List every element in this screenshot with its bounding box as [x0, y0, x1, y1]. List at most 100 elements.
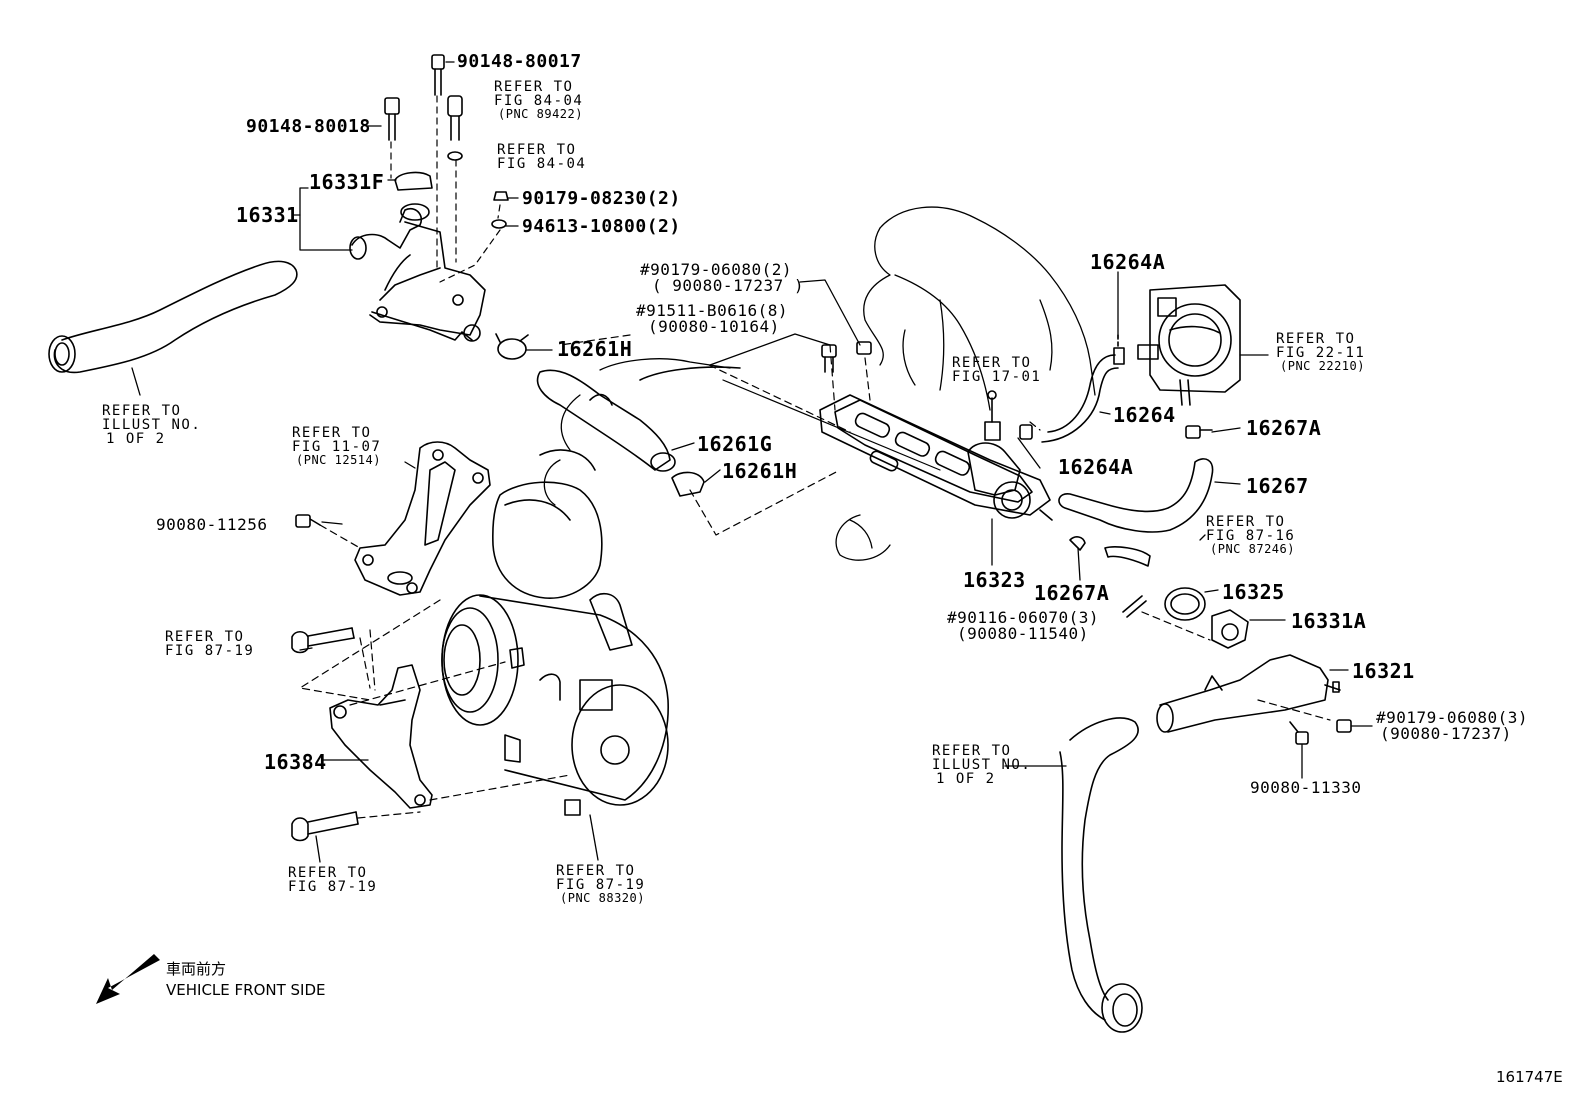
stud-90116-06070: [1122, 595, 1147, 618]
ref-line: REFER TO: [288, 865, 368, 881]
label-16331f: 16331F: [309, 170, 385, 194]
label-16323: 16323: [963, 568, 1026, 592]
part-line: (90080-17237): [1380, 724, 1512, 743]
ref-line: 1 OF 2: [106, 431, 166, 447]
ref-line: REFER TO: [556, 863, 636, 879]
ref-line: REFER TO: [1276, 331, 1356, 347]
bolt-90080-11330: [1289, 721, 1309, 745]
clamp-16264a-mid: [1019, 424, 1033, 440]
ref-fig84-04-b: REFER TO FIG 84-04: [497, 143, 586, 171]
gasket-16325: [1164, 587, 1206, 621]
ref-line: 1 OF 2: [936, 771, 996, 787]
label-16264a-mid: 16264A: [1058, 455, 1134, 479]
label-16261h-b: 16261H: [722, 459, 798, 483]
ref-line: (PNC 12514): [296, 453, 381, 467]
ref-line: ILLUST NO.: [102, 417, 202, 433]
label-16261g: 16261G: [697, 432, 773, 456]
nut-90179-06080-b: [1336, 719, 1352, 733]
label-16264a-top: 16264A: [1090, 250, 1166, 274]
ref-line: FIG 87-19: [556, 877, 646, 893]
ac-compressor: [441, 592, 669, 816]
label-90080-11256: 90080-11256: [156, 515, 268, 534]
hose-16267: [1058, 458, 1214, 567]
label-16384: 16384: [264, 750, 327, 774]
ref-fig11-07: REFER TO FIG 11-07 (PNC 12514): [292, 426, 381, 466]
label-94613-10800: 94613-10800(2): [522, 216, 681, 237]
ref-fig87-19-c: REFER TO FIG 87-19 (PNC 88320): [556, 864, 645, 904]
sensor-fig84-04: [447, 95, 463, 141]
label-16267: 16267: [1246, 474, 1309, 498]
ref-line: (PNC 87246): [1210, 542, 1295, 556]
label-90148-80017: 90148-80017: [457, 51, 582, 72]
water-hose-16261g: [536, 366, 741, 472]
engine-block-outline: [543, 206, 1096, 561]
cap-16331f: [394, 171, 433, 191]
ref-line: FIG 87-16: [1206, 528, 1296, 544]
label-90179-08230: 90179-08230(2): [522, 188, 681, 209]
check-valve-fig17-01: [984, 390, 1001, 441]
bracket-fig11-07: [354, 441, 491, 596]
hose-clamp-16261h-a: [495, 333, 529, 360]
ref-line: REFER TO: [497, 142, 577, 158]
part-line: #91511-B0616(8): [636, 301, 788, 320]
label-16261h-a: 16261H: [557, 337, 633, 361]
ref-fig87-19-b: REFER TO FIG 87-19: [288, 866, 377, 894]
ref-fig87-16: REFER TO FIG 87-16 (PNC 87246): [1206, 515, 1295, 555]
clamp-16267a-right: [1185, 425, 1213, 439]
part-line: #90179-06080(3): [1376, 708, 1528, 727]
ref-line: FIG 87-19: [288, 879, 378, 895]
ref-illust-a: REFER TO ILLUST NO. 1 OF 2: [102, 404, 201, 446]
ref-line: (PNC 88320): [560, 891, 645, 905]
ref-line: REFER TO: [1206, 514, 1286, 530]
label-16331: 16331: [236, 203, 299, 227]
nut-90179-06080-a: [856, 341, 872, 355]
bolt-90148-80018: [384, 97, 400, 141]
throttle-body: [1137, 284, 1241, 406]
label-16331a: 16331A: [1291, 609, 1367, 633]
ref-line: FIG 84-04: [497, 156, 587, 172]
ref-line: REFER TO: [494, 79, 574, 95]
label-16325: 16325: [1222, 580, 1285, 604]
bolt-91511-b0616: [821, 344, 837, 373]
ref-line: FIG 11-07: [292, 439, 382, 455]
ref-line: FIG 17-01: [952, 369, 1042, 385]
ref-line: (PNC 89422): [498, 107, 583, 121]
ref-line: REFER TO: [932, 743, 1012, 759]
bolt-90080-11256: [295, 514, 321, 528]
radiator-hose-bottom: [1059, 717, 1143, 1033]
clamp-16267a-low: [1069, 536, 1086, 551]
ref-fig17-01: REFER TO FIG 17-01: [952, 356, 1041, 384]
ref-line: FIG 22-11: [1276, 345, 1366, 361]
part-line: (90080-10164): [648, 317, 780, 336]
washer-fig84-04: [447, 151, 463, 161]
radiator-hose-left: [48, 260, 298, 374]
bolt-fig87-19-upper: [291, 627, 355, 654]
label-90116-06070: #90116-06070(3) (90080-11540): [947, 610, 1099, 642]
part-line: (90080-11540): [957, 624, 1089, 643]
bolt-90148-80017: [431, 54, 445, 96]
ref-fig84-04-a: REFER TO FIG 84-04 (PNC 89422): [494, 80, 583, 120]
label-90080-11330: 90080-11330: [1250, 778, 1362, 797]
label-16267a-right: 16267A: [1246, 416, 1322, 440]
label-16267a-low: 16267A: [1034, 581, 1110, 605]
bracket-16384: [329, 664, 433, 809]
thermostat-16331a: [1211, 609, 1249, 649]
label-16264: 16264: [1113, 403, 1176, 427]
ref-line: REFER TO: [292, 425, 372, 441]
ref-line: REFER TO: [165, 629, 245, 645]
label-90179-06080-b: #90179-06080(3) (90080-17237): [1376, 710, 1528, 742]
direction-label-jp: 車両前方: [166, 960, 227, 978]
ref-line: (PNC 22210): [1280, 359, 1365, 373]
water-inlet-16321: [1156, 654, 1341, 733]
label-90148-80018: 90148-80018: [246, 116, 371, 137]
ref-line: ILLUST NO.: [932, 757, 1032, 773]
water-outlet-16331: [349, 171, 486, 342]
part-line: ( 90080-17237 ): [652, 276, 804, 295]
ref-fig22-11: REFER TO FIG 22-11 (PNC 22210): [1276, 332, 1365, 372]
label-90179-06080-a: #90179-06080(2) ( 90080-17237 ): [640, 262, 804, 294]
compressor-duct: [492, 449, 603, 599]
front-direction-arrow-icon: [96, 954, 160, 1004]
label-91511-b0616: #91511-B0616(8) (90080-10164): [636, 303, 788, 335]
